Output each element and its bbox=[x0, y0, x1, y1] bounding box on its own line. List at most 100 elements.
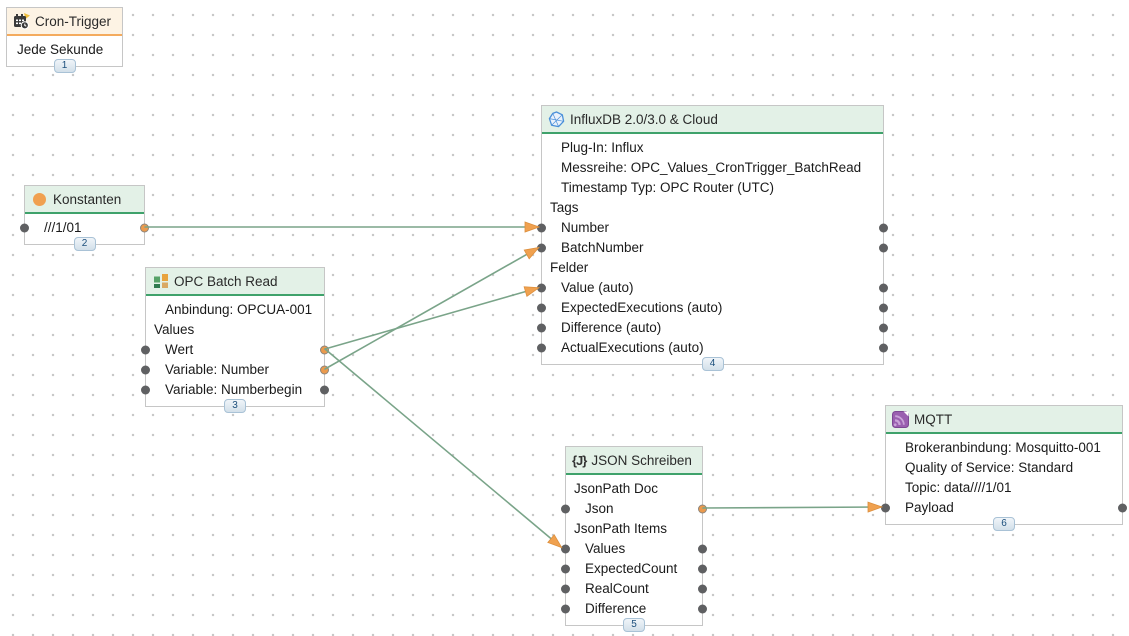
output-port[interactable] bbox=[140, 223, 149, 233]
output-port[interactable] bbox=[698, 504, 707, 514]
output-port[interactable] bbox=[1118, 503, 1127, 513]
node-row: Anbindung: OPCUA-001 bbox=[146, 300, 324, 320]
row-label: Variable: Number bbox=[165, 362, 270, 377]
row-label: JsonPath Items bbox=[574, 521, 668, 536]
input-port[interactable] bbox=[537, 303, 546, 313]
step-badge: 5 bbox=[623, 618, 645, 632]
input-port[interactable] bbox=[561, 504, 570, 514]
node-influxdb[interactable]: InfluxDB 2.0/3.0 & Cloud Plug-In: Influx… bbox=[537, 105, 888, 371]
output-port[interactable] bbox=[879, 323, 888, 333]
connection[interactable] bbox=[324, 288, 538, 350]
node-row: Values bbox=[561, 539, 707, 559]
node-header[interactable]: {J} JSON Schreiben bbox=[566, 447, 702, 475]
input-port[interactable] bbox=[20, 223, 29, 233]
node-row: Brokeranbindung: Mosquitto-001 bbox=[886, 438, 1122, 458]
mqtt-icon bbox=[892, 410, 909, 428]
node-title: Cron-Trigger bbox=[35, 13, 112, 29]
node-row: Variable: Number bbox=[141, 360, 329, 380]
connection[interactable] bbox=[324, 248, 538, 370]
input-port[interactable] bbox=[561, 604, 570, 614]
input-port[interactable] bbox=[537, 243, 546, 253]
row-label: JsonPath Doc bbox=[574, 481, 659, 496]
step-badge: 6 bbox=[993, 517, 1015, 531]
output-port[interactable] bbox=[879, 283, 888, 293]
output-port[interactable] bbox=[879, 243, 888, 253]
node-row: RealCount bbox=[561, 579, 707, 599]
input-port[interactable] bbox=[537, 343, 546, 353]
node-body: ///1/01 bbox=[20, 214, 149, 244]
output-port[interactable] bbox=[320, 345, 329, 355]
row-label: Difference (auto) bbox=[561, 320, 662, 335]
row-label: BatchNumber bbox=[561, 240, 644, 255]
node-title: JSON Schreiben bbox=[591, 452, 692, 468]
node-konstanten[interactable]: Konstanten ///1/01 2 bbox=[20, 185, 149, 251]
connection[interactable] bbox=[324, 348, 561, 547]
row-label: Tags bbox=[550, 200, 579, 215]
node-row: Payload bbox=[881, 498, 1127, 518]
node-row: Timestamp Typ: OPC Router (UTC) bbox=[542, 178, 883, 198]
node-row: ///1/01 bbox=[20, 218, 149, 238]
node-row: Number bbox=[537, 218, 888, 238]
node-row: Json bbox=[561, 499, 707, 519]
output-port[interactable] bbox=[698, 564, 707, 574]
row-label: ///1/01 bbox=[44, 220, 82, 235]
node-row: JsonPath Doc bbox=[566, 479, 702, 499]
output-port[interactable] bbox=[320, 365, 329, 375]
node-row: Jede Sekunde bbox=[7, 40, 122, 60]
node-cron-trigger[interactable]: Cron-Trigger Jede Sekunde 1 bbox=[6, 7, 123, 73]
node-header[interactable]: InfluxDB 2.0/3.0 & Cloud bbox=[542, 106, 883, 134]
input-port[interactable] bbox=[561, 544, 570, 554]
node-body: Jede Sekunde bbox=[7, 36, 122, 66]
node-header[interactable]: MQTT bbox=[886, 406, 1122, 434]
node-row: ActualExecutions (auto) bbox=[537, 338, 888, 358]
output-port[interactable] bbox=[879, 223, 888, 233]
node-row: Variable: Numberbegin bbox=[141, 380, 329, 400]
input-port[interactable] bbox=[141, 365, 150, 375]
row-label: Difference bbox=[585, 601, 647, 616]
row-label: ExpectedCount bbox=[585, 561, 678, 576]
connection[interactable] bbox=[702, 507, 881, 508]
row-label: Plug-In: Influx bbox=[561, 140, 644, 155]
node-row: Tags bbox=[542, 198, 883, 218]
row-label: ExpectedExecutions (auto) bbox=[561, 300, 723, 315]
row-label: Variable: Numberbegin bbox=[165, 382, 303, 397]
input-port[interactable] bbox=[561, 584, 570, 594]
node-row: Values bbox=[146, 320, 324, 340]
output-port[interactable] bbox=[879, 303, 888, 313]
node-row: Difference (auto) bbox=[537, 318, 888, 338]
row-label: Value (auto) bbox=[561, 280, 634, 295]
output-port[interactable] bbox=[698, 604, 707, 614]
row-label: RealCount bbox=[585, 581, 649, 596]
node-row: JsonPath Items bbox=[566, 519, 702, 539]
node-row: Felder bbox=[542, 258, 883, 278]
row-label: Values bbox=[154, 322, 195, 337]
node-row: Difference bbox=[561, 599, 707, 619]
output-port[interactable] bbox=[698, 584, 707, 594]
row-label: Brokeranbindung: Mosquitto-001 bbox=[905, 440, 1101, 455]
output-port[interactable] bbox=[879, 343, 888, 353]
output-port[interactable] bbox=[698, 544, 707, 554]
node-row: Wert bbox=[141, 340, 329, 360]
row-label: Values bbox=[585, 541, 626, 556]
step-badge: 2 bbox=[73, 237, 96, 251]
input-port[interactable] bbox=[881, 503, 890, 513]
input-port[interactable] bbox=[537, 323, 546, 333]
input-port[interactable] bbox=[537, 283, 546, 293]
node-row: ExpectedCount bbox=[561, 559, 707, 579]
node-header[interactable]: Cron-Trigger bbox=[7, 8, 122, 36]
input-port[interactable] bbox=[141, 345, 150, 355]
constant-circle-icon bbox=[31, 191, 48, 208]
output-port[interactable] bbox=[320, 385, 329, 395]
node-header[interactable]: Konstanten bbox=[25, 186, 144, 214]
input-port[interactable] bbox=[141, 385, 150, 395]
input-port[interactable] bbox=[561, 564, 570, 574]
node-header[interactable]: OPC Batch Read bbox=[146, 268, 324, 296]
input-port[interactable] bbox=[537, 223, 546, 233]
